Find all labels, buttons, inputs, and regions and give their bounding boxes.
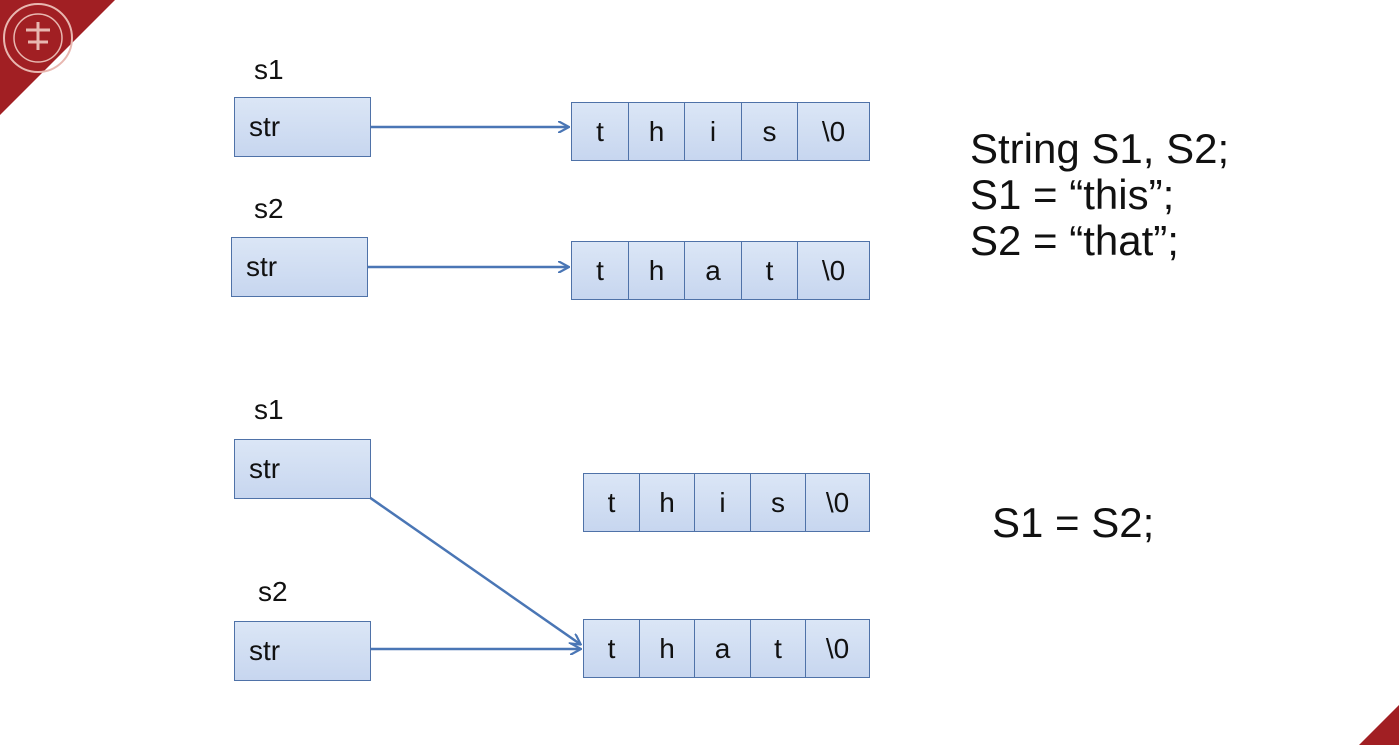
char-cell: s: [749, 473, 807, 532]
char-cell: \0: [797, 102, 870, 161]
s1-label-bottom: s1: [254, 394, 284, 425]
code-block-declaration: String S1, S2; S1 = “this”; S2 = “that”;: [970, 125, 1230, 265]
s2-label-top: s2: [254, 193, 284, 224]
char-cell: i: [694, 473, 751, 532]
char-array-that-shared: t h a t \0: [583, 619, 870, 678]
char-cell: h: [627, 102, 686, 161]
s1-field-label: str: [249, 111, 281, 142]
s1-label-top: s1: [254, 54, 284, 85]
corner-decoration: [1359, 705, 1399, 745]
code-line: S1 = S2;: [992, 499, 1155, 546]
char-array-this-top: t h i s \0: [571, 102, 870, 161]
s2-pointer-box-top: str: [231, 237, 368, 297]
char-cell: h: [638, 473, 696, 532]
char-cell: i: [684, 102, 742, 161]
char-cell: t: [571, 241, 629, 300]
code-line: String S1, S2;: [970, 125, 1230, 172]
s1-pointer-box-bottom: str: [234, 439, 371, 499]
char-cell: h: [638, 619, 696, 678]
char-cell: a: [684, 241, 742, 300]
char-cell: h: [627, 241, 686, 300]
university-seal-corner: [0, 0, 115, 115]
char-cell: a: [694, 619, 751, 678]
char-cell: t: [740, 241, 799, 300]
s2-field-label: str: [249, 635, 281, 666]
s1-field-label: str: [249, 453, 281, 484]
char-array-that-top: t h a t \0: [571, 241, 870, 300]
char-array-this-orphan: t h i s \0: [583, 473, 870, 532]
s1-pointer-box-top: str: [234, 97, 371, 157]
s2-label-bottom: s2: [258, 576, 288, 607]
code-line: S1 = “this”;: [970, 171, 1175, 219]
char-cell: \0: [805, 473, 870, 532]
char-cell: s: [740, 102, 799, 161]
char-cell: \0: [805, 619, 870, 678]
s2-field-label: str: [246, 251, 278, 282]
char-cell: t: [571, 102, 629, 161]
s2-pointer-box-bottom: str: [234, 621, 371, 681]
code-block-assignment: S1 = S2;: [992, 499, 1155, 546]
char-cell: \0: [797, 241, 870, 300]
char-cell: t: [583, 619, 640, 678]
char-cell: t: [583, 473, 640, 532]
char-cell: t: [749, 619, 807, 678]
arrow-s1-bottom: [335, 472, 580, 644]
code-line: S2 = “that”;: [970, 217, 1179, 265]
